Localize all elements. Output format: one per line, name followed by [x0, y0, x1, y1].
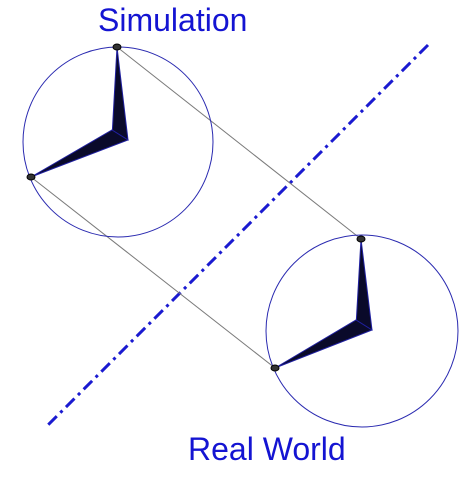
real-world-joint-top [356, 235, 366, 243]
real-world-hand-vertical [355, 238, 373, 331]
real-world-hand-diagonal [274, 319, 374, 369]
simulation-joint-top [112, 43, 122, 51]
real-world-clock [265, 234, 459, 428]
simulation-clock [22, 43, 214, 238]
real-world-joint-left [270, 364, 280, 372]
simulation-hand-vertical [111, 46, 129, 141]
connector-line-bottom [30, 176, 276, 369]
simulation-label: Simulation [98, 2, 248, 38]
connector-line-top [116, 46, 362, 240]
real-world-label: Real World [188, 431, 346, 467]
simulation-hand-diagonal [30, 129, 130, 178]
real-world-circle [265, 234, 459, 428]
simulation-joint-left [26, 173, 36, 181]
mirror-axis-line [43, 43, 430, 430]
